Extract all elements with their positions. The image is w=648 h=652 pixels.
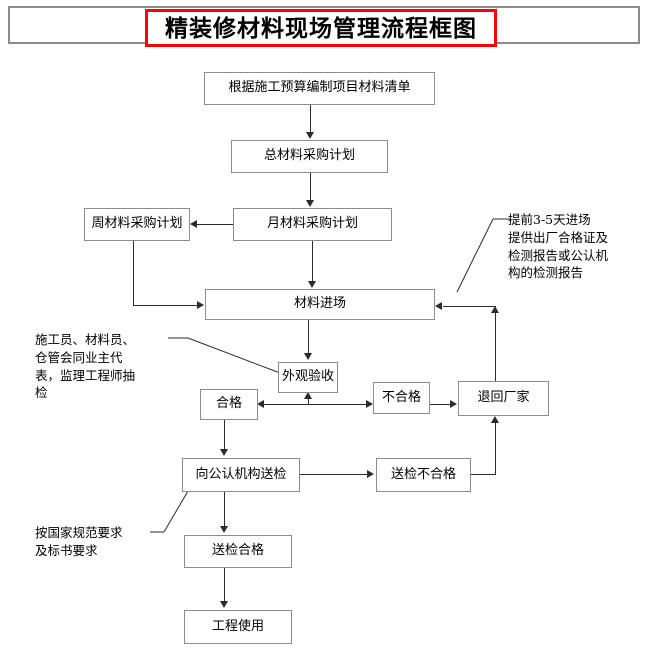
note-national-standard-leader-line: [150, 490, 189, 533]
arrowhead: [367, 470, 374, 478]
edge-inspect-fail-to-return-factory-horizontal: [471, 474, 496, 475]
node-label: 工程使用: [211, 618, 264, 634]
arrowhead: [220, 449, 228, 456]
note-inspectors-leader-line: [168, 337, 281, 374]
note-arrival-leader-line: [456, 218, 510, 293]
node-month-plan[interactable]: 月材料采购计划: [233, 208, 392, 241]
arrowhead: [190, 220, 197, 228]
edge-week-plan-to-material-enter-horizontal: [133, 305, 198, 306]
node-label: 送检不合格: [390, 466, 456, 482]
edge-send-inspect-to-inspect-fail: [300, 474, 368, 475]
arrowhead: [491, 416, 499, 423]
edge-return-factory-to-material-enter-vertical: [495, 312, 496, 382]
edge-week-plan-to-material-enter-vertical: [133, 241, 134, 305]
node-label: 总材料采购计划: [263, 148, 355, 164]
arrowhead: [304, 353, 312, 360]
node-material-list[interactable]: 根据施工预算编制项目材料清单: [204, 72, 435, 105]
edge-send-inspect-to-inspect-pass: [224, 492, 225, 527]
node-label: 送检合格: [211, 543, 264, 559]
node-label: 根据施工预算编制项目材料清单: [228, 80, 411, 96]
edge-month-plan-to-week-plan: [197, 224, 233, 225]
node-return-factory[interactable]: 退回厂家: [458, 381, 549, 416]
arrowhead: [491, 306, 499, 313]
arrowhead: [257, 400, 264, 408]
arrowhead: [366, 400, 373, 408]
title-frame: 精装修材料现场管理流程框图: [8, 6, 640, 47]
edge-inspect-fail-to-return-factory-vertical: [495, 423, 496, 475]
arrowhead: [197, 301, 204, 309]
arrowhead: [304, 392, 312, 399]
edge-return-factory-to-material-enter-horizontal: [443, 306, 496, 307]
node-send-inspect[interactable]: 向公认机构送检: [182, 458, 300, 492]
node-label: 材料进场: [293, 296, 346, 312]
arrowhead: [450, 400, 457, 408]
node-material-enter[interactable]: 材料进场: [205, 289, 435, 320]
edge-material-list-to-total-plan: [310, 105, 311, 133]
page-title: 精装修材料现场管理流程框图: [165, 14, 477, 42]
note-inspectors: 施工员、材料员、 仓管会同业主代 表，监理工程师抽 检: [35, 332, 136, 401]
node-label: 向公认机构送检: [195, 466, 287, 482]
node-label: 不合格: [381, 389, 421, 405]
node-qualified[interactable]: 合格: [200, 389, 258, 420]
node-label: 合格: [215, 396, 242, 412]
node-visual-check[interactable]: 外观验收: [278, 362, 338, 393]
arrowhead: [220, 601, 228, 608]
edge-inspect-pass-to-project-use: [224, 568, 225, 602]
node-label: 外观验收: [281, 369, 334, 385]
note-arrival-requirements: 提前3-5天进场 提供出厂合格证及 检测报告或公认机 构的检测报告: [508, 212, 609, 281]
arrowhead: [220, 526, 228, 533]
edge-material-enter-to-visual-check: [308, 320, 309, 354]
arrowhead: [306, 200, 314, 207]
title-red-frame: 精装修材料现场管理流程框图: [145, 9, 497, 47]
edge-month-plan-to-material-enter: [312, 241, 313, 282]
arrowhead: [435, 302, 442, 310]
node-inspect-fail[interactable]: 送检不合格: [376, 458, 471, 492]
node-label: 月材料采购计划: [266, 216, 358, 232]
node-total-plan[interactable]: 总材料采购计划: [231, 140, 388, 173]
node-label: 退回厂家: [477, 390, 530, 406]
note-national-standard: 按国家规范要求 及标书要求: [35, 525, 123, 558]
arrowhead: [306, 132, 314, 139]
edge-visual-check-decision-bus: [264, 404, 370, 405]
node-label: 周材料采购计划: [91, 216, 183, 232]
node-week-plan[interactable]: 周材料采购计划: [84, 208, 190, 241]
edge-bus-to-visual-check-stub: [308, 397, 309, 405]
arrowhead: [308, 281, 316, 288]
edge-total-plan-to-month-plan: [310, 173, 311, 201]
edge-qualified-to-send-inspect: [224, 420, 225, 450]
node-unqualified[interactable]: 不合格: [373, 382, 430, 414]
node-inspect-pass[interactable]: 送检合格: [184, 535, 292, 568]
node-project-use[interactable]: 工程使用: [184, 610, 292, 644]
edge-unqualified-to-return-factory: [430, 404, 451, 405]
